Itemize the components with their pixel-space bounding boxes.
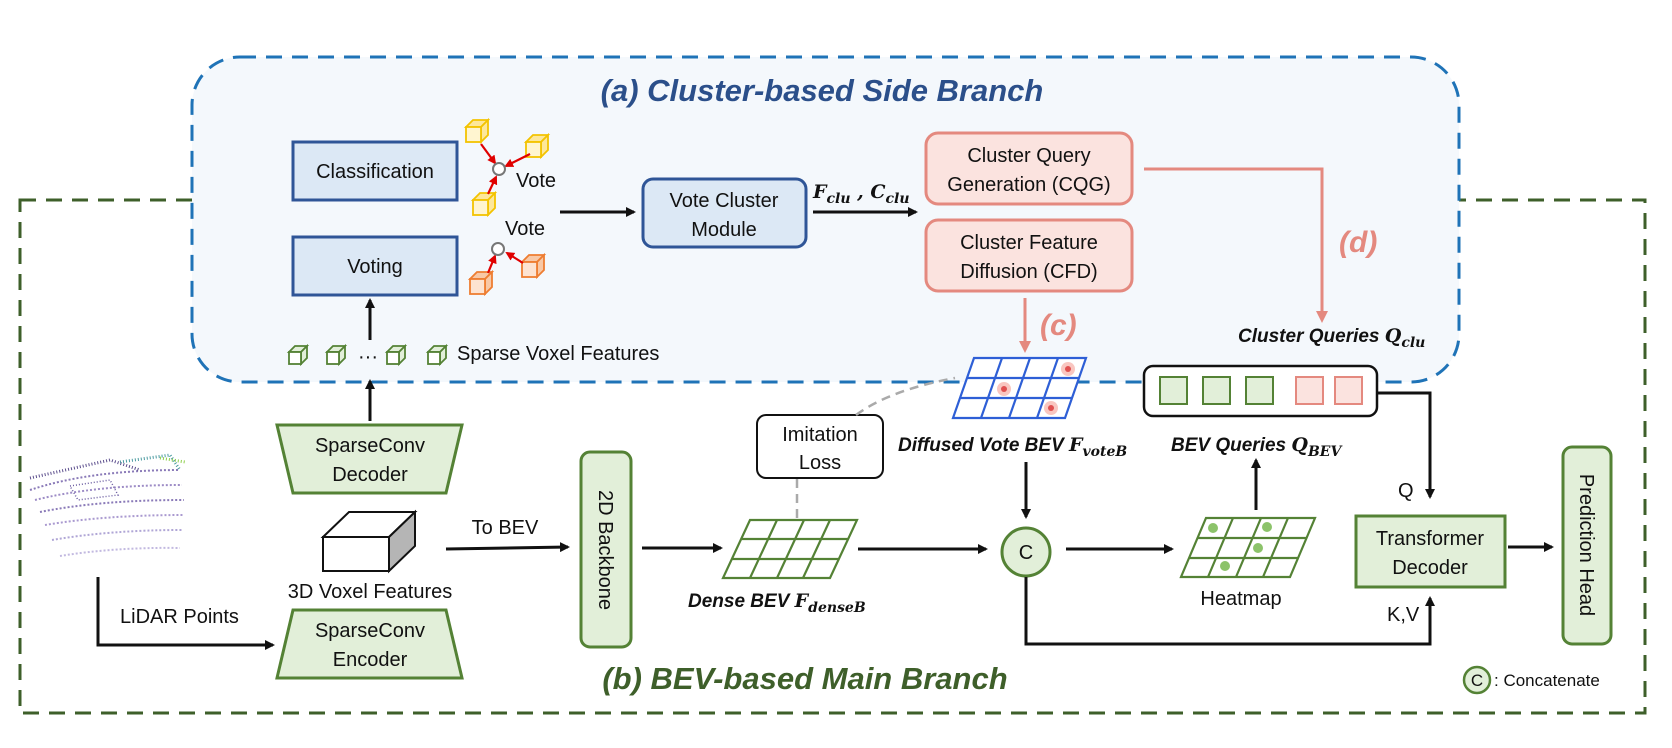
tag-c: (c)	[1040, 309, 1077, 342]
voxel-features-cube-icon	[320, 509, 418, 574]
fclu-cclu-label: Fclu , Cclu	[812, 181, 910, 207]
cfd-box: Cluster Feature Diffusion (CFD)	[924, 218, 1134, 293]
svg-text:Cluster Feature: Cluster Feature	[960, 232, 1098, 254]
concat-node: C	[1000, 526, 1052, 578]
heatmap-grid-icon	[1179, 516, 1317, 579]
svg-text:Cluster Query: Cluster Query	[967, 145, 1090, 167]
dense-bev-grid-icon	[721, 518, 859, 580]
svg-text:C: C	[1471, 671, 1483, 690]
svg-text:Voting: Voting	[347, 256, 403, 278]
svg-text:: Concatenate: : Concatenate	[1494, 671, 1600, 690]
svg-text:Loss: Loss	[799, 452, 841, 474]
lidar-point-cloud-image	[29, 453, 186, 557]
sparse-voxel-dots: ···	[358, 346, 378, 368]
vote-point-icon	[492, 162, 506, 176]
concat-legend: C : Concatenate	[1462, 665, 1600, 695]
to-bev-label: To BEV	[472, 517, 539, 539]
vote-illustration-bottom	[469, 242, 545, 295]
vote-point-icon	[491, 242, 505, 256]
svg-text:2D Backbone: 2D Backbone	[594, 490, 616, 610]
arrow-voxel-to-backbone	[445, 542, 570, 553]
prediction-head-box: Prediction Head	[1561, 445, 1613, 646]
side-branch-title: (a) Cluster-based Side Branch	[601, 73, 1044, 108]
svg-text:Vote Cluster: Vote Cluster	[670, 190, 779, 212]
svg-text:Imitation: Imitation	[782, 424, 858, 446]
arrow-queries-to-transformer	[1378, 391, 1435, 499]
classification-box: Classification	[291, 140, 459, 202]
bev-queries-label: BEV Queries QBEV	[1171, 434, 1343, 460]
sparseconv-decoder-box: SparseConv Decoder	[275, 423, 464, 495]
cqg-box: Cluster Query Generation (CQG)	[924, 131, 1134, 206]
sparseconv-encoder-box: SparseConv Encoder	[275, 608, 464, 680]
heatmap-label: Heatmap	[1200, 588, 1281, 610]
dense-bev-label: Dense BEV FdenseB	[688, 590, 866, 616]
voxel-features-label: 3D Voxel Features	[288, 581, 453, 603]
imitation-loss-box: Imitation Loss	[756, 414, 884, 479]
cluster-queries-label: Cluster Queries Qclu	[1238, 325, 1425, 351]
sparse-voxel-features-label: Sparse Voxel Features	[457, 343, 659, 365]
vote-label-top: Vote	[516, 170, 556, 192]
svg-text:Decoder: Decoder	[332, 464, 408, 486]
diffused-vote-bev-label: Diffused Vote BEV FvoteB	[898, 434, 1127, 460]
tag-d: (d)	[1339, 226, 1377, 259]
svg-text:C: C	[1019, 542, 1033, 564]
transformer-decoder-box: Transformer Decoder	[1354, 514, 1507, 589]
arrow-lidar-to-encoder	[96, 577, 275, 650]
svg-text:Prediction Head: Prediction Head	[1575, 474, 1597, 616]
svg-text:Module: Module	[691, 219, 757, 241]
main-branch-title: (b) BEV-based Main Branch	[602, 661, 1007, 696]
heatmap-points	[1208, 522, 1272, 571]
svg-text:Decoder: Decoder	[1392, 557, 1468, 579]
svg-text:Diffusion (CFD): Diffusion (CFD)	[960, 261, 1097, 283]
arrow-cqg-to-cluster-queries	[1144, 167, 1328, 323]
voting-box: Voting	[291, 235, 459, 297]
vote-illustration-top	[465, 119, 549, 216]
svg-text:SparseConv: SparseConv	[315, 435, 425, 457]
imitation-link-vote	[855, 376, 956, 417]
backbone-box: 2D Backbone	[579, 450, 633, 649]
vote-label-bottom: Vote	[505, 218, 545, 240]
q-label: Q	[1398, 480, 1414, 502]
svg-text:Generation (CQG): Generation (CQG)	[947, 174, 1110, 196]
bev-queries-box	[1142, 364, 1379, 418]
side-branch-region	[190, 55, 1461, 384]
svg-text:Transformer: Transformer	[1376, 528, 1485, 550]
lidar-points-label: LiDAR Points	[120, 606, 239, 628]
svg-text:Classification: Classification	[316, 161, 434, 183]
svg-text:SparseConv: SparseConv	[315, 620, 425, 642]
kv-label: K,V	[1387, 604, 1420, 626]
vote-bev-highlight-points	[997, 362, 1075, 415]
svg-text:Encoder: Encoder	[333, 649, 408, 671]
arrow-concat-to-transformer	[1024, 577, 1435, 646]
vote-cluster-module-box: Vote Cluster Module	[641, 177, 808, 249]
